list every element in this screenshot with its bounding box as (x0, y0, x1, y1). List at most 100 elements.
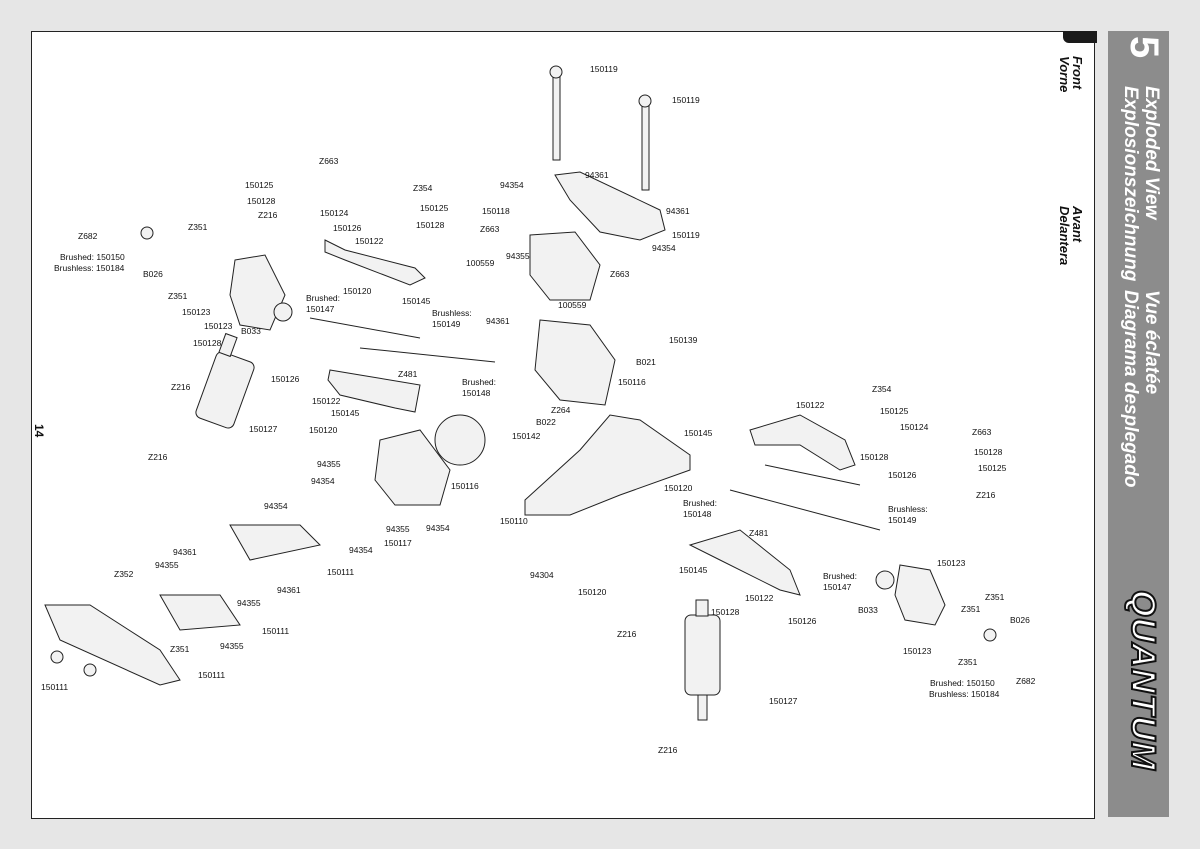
hex-right (983, 628, 997, 642)
part-label: 150147 (823, 582, 852, 592)
dogbone-left (309, 317, 421, 339)
part-label: Brushed: (683, 498, 717, 508)
body-post-1 (50, 650, 64, 664)
part-label: 150148 (462, 388, 491, 398)
page-tab (1063, 31, 1097, 43)
part-label: Z264 (551, 405, 571, 415)
part-label: 150111 (198, 670, 225, 680)
part-label: 150120 (343, 286, 372, 296)
part-label: 150145 (684, 428, 713, 438)
part-label: 150122 (355, 236, 384, 246)
bearing-right (875, 570, 895, 590)
part-label: 150123 (937, 558, 966, 568)
part-label: 150128 (416, 220, 445, 230)
part-label: Brushed: (306, 293, 340, 303)
knuckle-right (894, 564, 946, 626)
part-label: 150116 (451, 481, 479, 491)
part-label: 150116 (618, 377, 646, 387)
bearing-left (273, 302, 293, 322)
part-label: 94354 (500, 180, 524, 190)
part-label: 150120 (309, 425, 338, 435)
part-label: 150118 (482, 206, 510, 216)
rear-hub-carrier (534, 319, 616, 406)
part-label: 150149 (888, 515, 917, 525)
part-label: 150128 (193, 338, 222, 348)
part-label: Z216 (171, 382, 191, 392)
part-label: Z354 (413, 183, 433, 193)
part-label: 150145 (331, 408, 360, 418)
driveshaft-left (359, 347, 496, 363)
part-label: 150123 (204, 321, 233, 331)
part-label: Z481 (749, 528, 769, 538)
chassis-plate (524, 414, 691, 516)
part-label: 150111 (327, 567, 354, 577)
part-label: Z351 (168, 291, 188, 301)
part-label: 150111 (41, 682, 68, 692)
part-label: 94355 (506, 251, 530, 261)
part-label: Z352 (114, 569, 134, 579)
part-label: 150128 (711, 607, 740, 617)
part-label: Z663 (319, 156, 339, 166)
part-label: Z354 (872, 384, 892, 394)
shock-right (684, 599, 721, 721)
part-label: 150119 (672, 95, 700, 105)
part-label: B021 (636, 357, 656, 367)
gear-housing-front (374, 429, 451, 506)
front-bumper (44, 604, 181, 686)
part-label: 150126 (788, 616, 817, 626)
shock-left (195, 332, 255, 429)
part-label: Brushed: (823, 571, 857, 581)
body-post-2 (83, 663, 97, 677)
part-label: 100559 (466, 258, 495, 268)
part-label: Brushless: 150184 (54, 263, 125, 273)
part-label: 94355 (386, 524, 410, 534)
part-label: 150127 (769, 696, 798, 706)
part-label: Z216 (976, 490, 996, 500)
part-label: B026 (1010, 615, 1030, 625)
hex-left (140, 226, 154, 240)
part-label: 150125 (978, 463, 1007, 473)
part-label: 94354 (349, 545, 373, 555)
driveshaft-right (729, 489, 881, 531)
lower-arm-right (688, 529, 801, 596)
section-band (1108, 31, 1169, 817)
part-label: 94361 (666, 206, 690, 216)
part-label: 150120 (664, 483, 693, 493)
part-label: 150145 (402, 296, 431, 306)
part-label: 150127 (249, 424, 278, 434)
part-label: 94354 (264, 501, 288, 511)
part-label: 150111 (262, 626, 289, 636)
part-label: Brushless: 150184 (929, 689, 1000, 699)
skid-plate (159, 594, 241, 631)
part-label: 150149 (432, 319, 461, 329)
part-label: 150126 (888, 470, 917, 480)
part-label: 150145 (679, 565, 708, 575)
upper-arm-left (324, 239, 426, 286)
part-label: 94354 (426, 523, 450, 533)
part-label: 150124 (320, 208, 349, 218)
part-label: Z663 (972, 427, 992, 437)
part-label: 150128 (247, 196, 276, 206)
part-label: Z351 (961, 604, 981, 614)
part-label: Z351 (188, 222, 208, 232)
part-label: Z481 (398, 369, 418, 379)
part-label: 150123 (903, 646, 932, 656)
part-label: 94361 (486, 316, 510, 326)
part-label: 150122 (312, 396, 341, 406)
part-label: 94354 (652, 243, 676, 253)
upper-arm-right (749, 414, 856, 471)
part-label: 94361 (173, 547, 197, 557)
part-label: 150119 (590, 64, 618, 74)
part-label: Brushed: 150150 (60, 252, 125, 262)
part-label: 150124 (900, 422, 929, 432)
part-label: 94355 (317, 459, 341, 469)
page-frame (31, 31, 1095, 819)
part-label: 150128 (974, 447, 1003, 457)
part-label: 94354 (311, 476, 335, 486)
part-label: 150148 (683, 509, 712, 519)
part-label: 150117 (384, 538, 412, 548)
part-label: 150123 (182, 307, 211, 317)
part-label: B033 (858, 605, 878, 615)
part-label: 150126 (271, 374, 300, 384)
